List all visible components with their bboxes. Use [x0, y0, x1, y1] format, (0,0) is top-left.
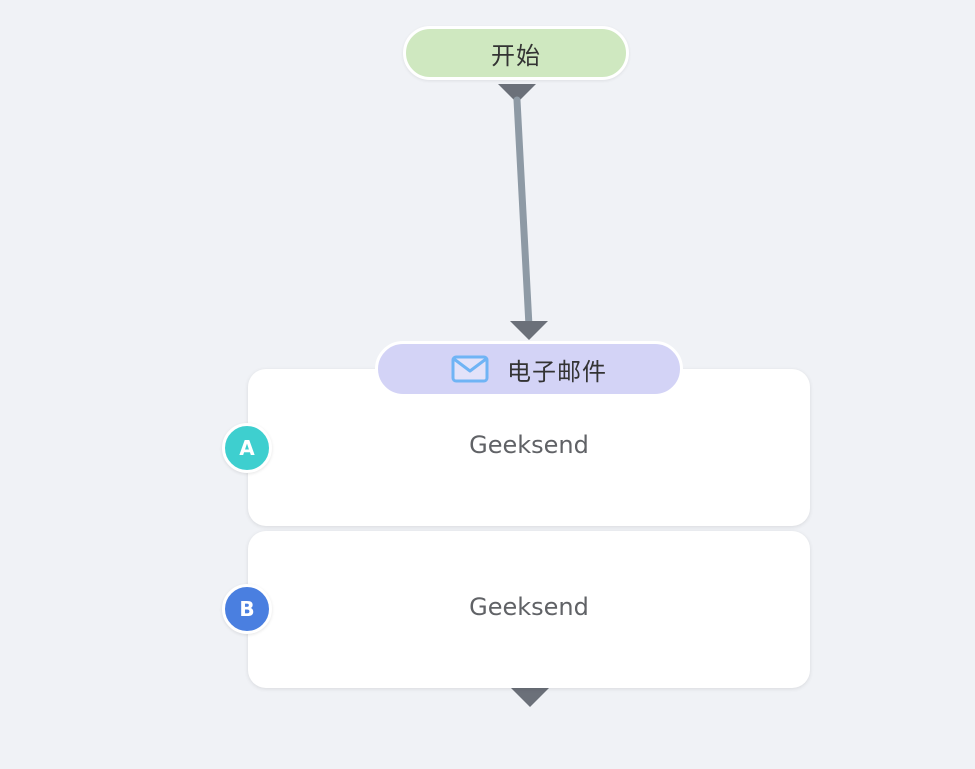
email-node-label: 电子邮件: [507, 357, 607, 386]
email-variant-b-card[interactable]: Geeksend: [248, 531, 810, 688]
variant-a-name: Geeksend: [469, 431, 589, 459]
start-node-label: 开始: [491, 41, 541, 70]
email-input-arrow[interactable]: [510, 321, 548, 340]
start-node[interactable]: 开始: [403, 26, 629, 80]
mail-icon: [451, 355, 489, 383]
variant-a-badge-label: A: [239, 436, 255, 460]
variant-a-badge[interactable]: A: [222, 423, 272, 473]
email-output-arrow[interactable]: [511, 688, 549, 707]
variant-b-badge[interactable]: B: [222, 584, 272, 634]
email-node-header[interactable]: 电子邮件: [375, 341, 683, 397]
connector-line[interactable]: [513, 96, 533, 330]
variant-b-name: Geeksend: [469, 593, 589, 621]
variant-b-badge-label: B: [239, 597, 255, 621]
start-output-arrow[interactable]: [498, 84, 536, 103]
